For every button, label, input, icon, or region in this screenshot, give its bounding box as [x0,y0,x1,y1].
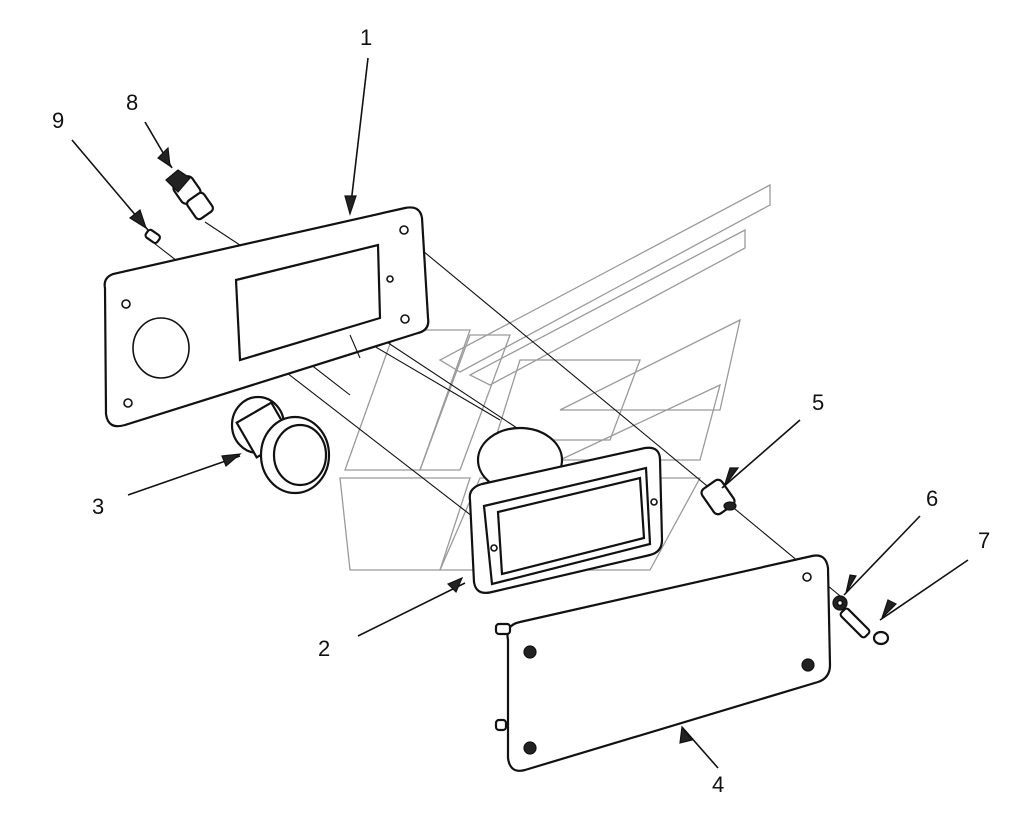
callout-3: 3 [92,494,104,519]
rectangular-headlamp [468,426,664,594]
screw [839,607,890,646]
round-indicator-lamp [230,395,331,495]
callout-2: 2 [318,636,330,661]
callout-4: 4 [712,772,724,797]
callout-8: 8 [126,90,138,115]
callout-5: 5 [812,390,824,415]
callout-6: 6 [926,486,938,511]
headlamp-bulb [165,169,215,221]
callout-9: 9 [52,108,64,133]
washer [832,595,848,611]
leader-lines [71,57,969,769]
callout-7: 7 [978,528,990,553]
callout-1: 1 [360,25,372,50]
callout-labels: 1 2 3 4 5 6 7 8 9 [52,25,990,797]
small-pin [144,228,161,245]
back-cover-plate [494,554,832,772]
spacer [700,478,737,516]
watermark-logo [339,183,771,571]
mounting-bezel-plate [103,206,430,428]
